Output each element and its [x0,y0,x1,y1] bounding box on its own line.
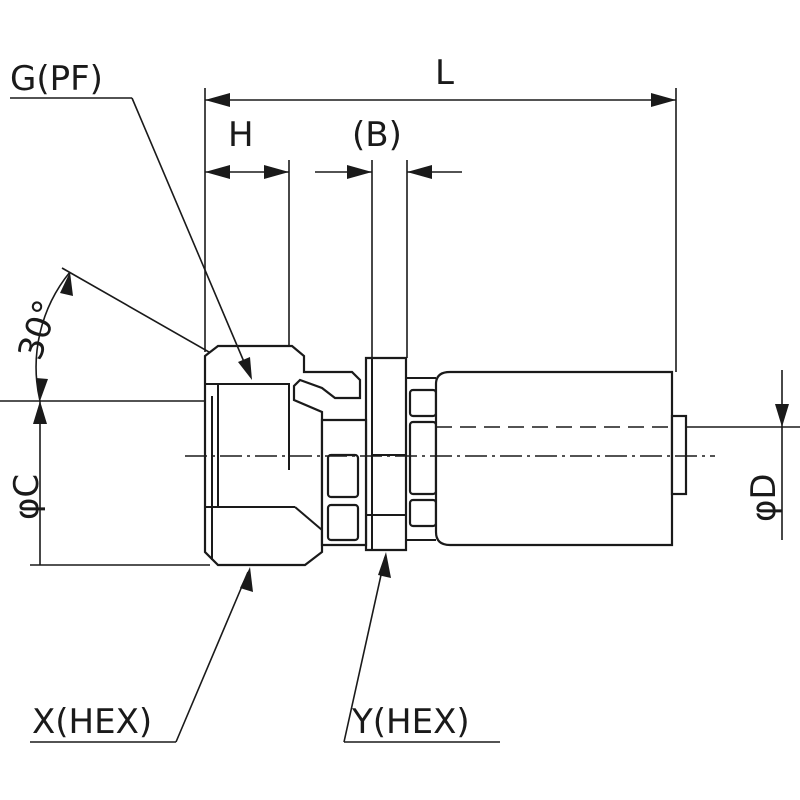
dimension-b [315,160,462,358]
dimension-h [205,160,290,352]
label-thread: G(PF) [10,59,103,99]
leader-thread [10,97,252,380]
label-length: L [435,53,454,93]
label-hex-width: (B) [352,115,402,155]
leader-nut-hex [30,567,253,743]
hose-end [670,414,688,496]
sleeve-outline [434,370,674,547]
label-diameter-d: φD [744,473,784,522]
dimension-d [685,370,800,540]
label-nut-hex: X(HEX) [32,702,152,742]
label-nut-length: H [228,115,254,155]
dimension-l [204,88,677,372]
dimension-c [30,401,210,566]
fitting-body [203,344,688,567]
label-angle: 30° [11,295,68,365]
leader-body-hex [343,552,500,743]
label-diameter-c: φC [7,474,47,520]
label-body-hex: Y(HEX) [351,702,470,742]
